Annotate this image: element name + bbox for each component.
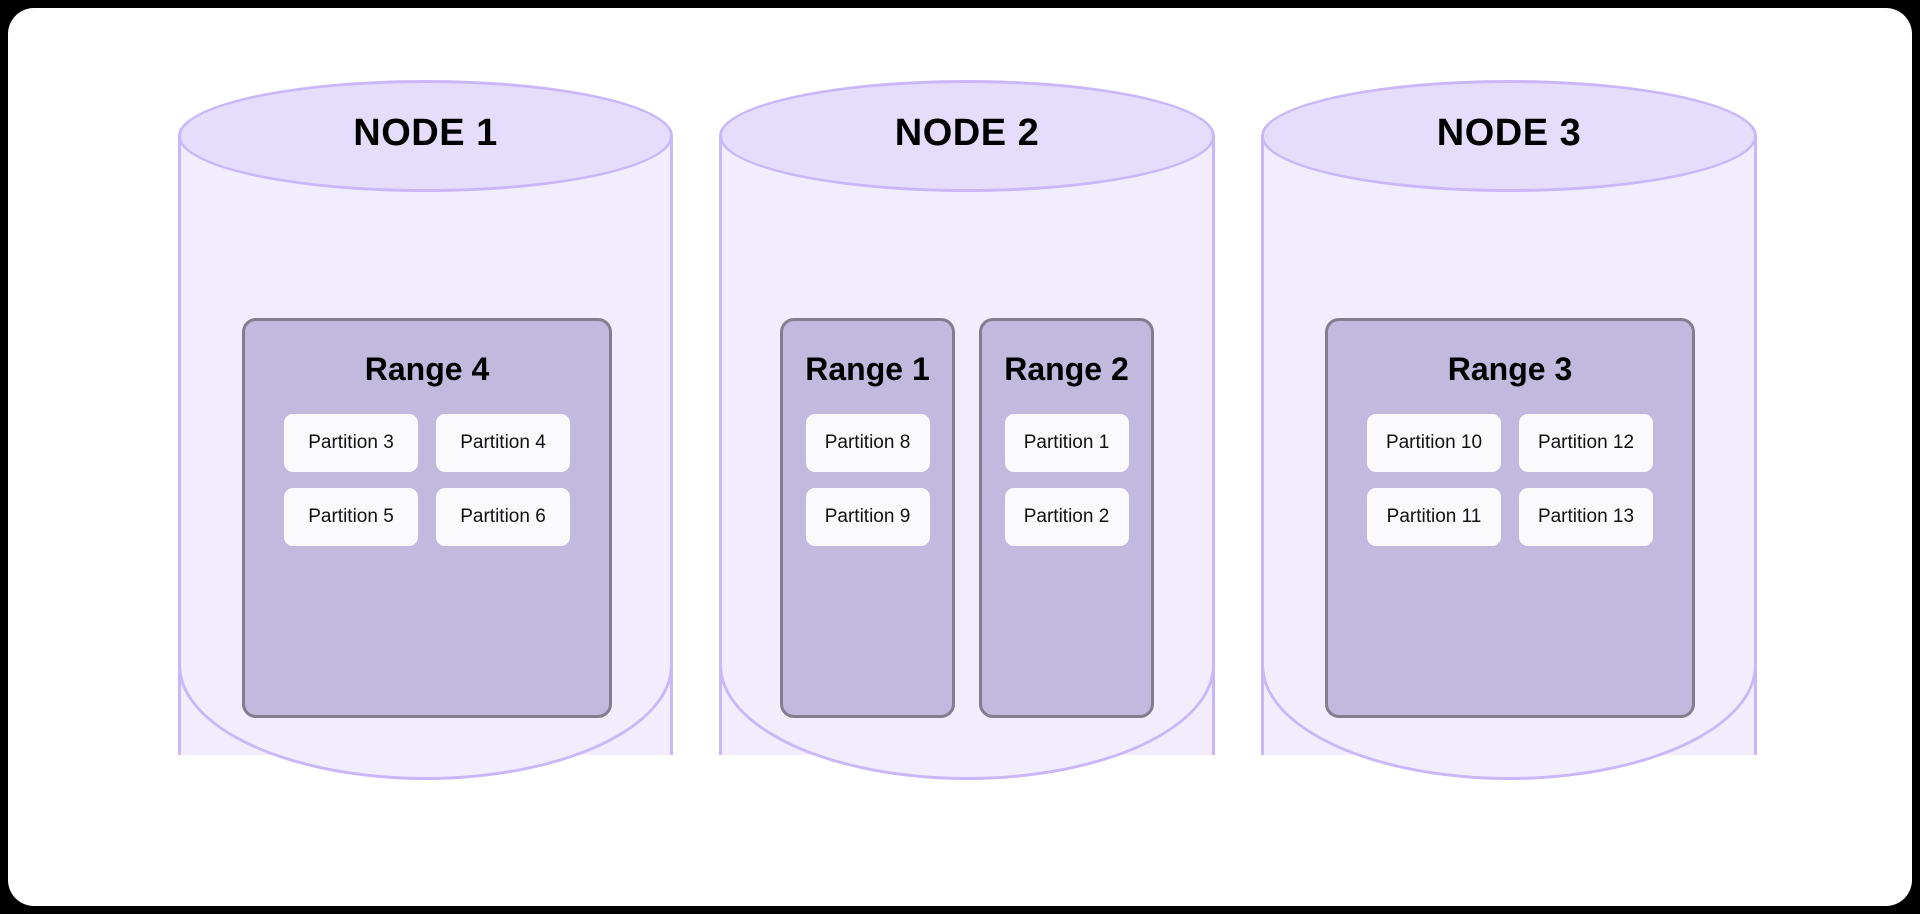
range-box-range-2[interactable]: Range 2 Partition 1 Partition 2 — [979, 318, 1154, 718]
partition-item[interactable]: Partition 5 — [284, 488, 418, 546]
range-3-title: Range 3 — [1447, 351, 1573, 387]
partition-item[interactable]: Partition 6 — [436, 488, 570, 546]
range-box-range-1[interactable]: Range 1 Partition 8 Partition 9 — [780, 318, 955, 718]
range-2-title: Range 2 — [1004, 351, 1129, 387]
partition-item[interactable]: Partition 10 — [1367, 414, 1501, 472]
range-3-partition-grid: Partition 10 Partition 12 Partition 11 P… — [1367, 414, 1653, 546]
range-box-range-3[interactable]: Range 3 Partition 10 Partition 12 Partit… — [1325, 318, 1695, 718]
diagram-canvas: NODE 1 Range 4 Partition 3 Partition 4 P… — [8, 8, 1912, 906]
node-1-range-layer: Range 4 Partition 3 Partition 4 Partitio… — [242, 318, 612, 718]
range-2-partition-grid: Partition 1 Partition 2 — [1004, 414, 1129, 546]
range-4-title: Range 4 — [364, 351, 490, 387]
partition-item[interactable]: Partition 3 — [284, 414, 418, 472]
node-3-cylinder-top — [1261, 80, 1757, 192]
node-2-range-layer: Range 1 Partition 8 Partition 9 Range 2 … — [780, 318, 1154, 718]
node-1-label: NODE 1 — [353, 112, 498, 154]
partition-item[interactable]: Partition 13 — [1519, 488, 1653, 546]
partition-item[interactable]: Partition 4 — [436, 414, 570, 472]
node-2-label: NODE 2 — [894, 112, 1040, 154]
partition-item[interactable]: Partition 1 — [1004, 414, 1129, 472]
partition-item[interactable]: Partition 11 — [1367, 488, 1501, 546]
partition-item[interactable]: Partition 8 — [805, 414, 930, 472]
partition-item[interactable]: Partition 9 — [805, 488, 930, 546]
diagram-stage: NODE 1 Range 4 Partition 3 Partition 4 P… — [8, 8, 1912, 906]
range-4-partition-grid: Partition 3 Partition 4 Partition 5 Part… — [284, 414, 570, 546]
partition-item[interactable]: Partition 2 — [1004, 488, 1129, 546]
range-1-title: Range 1 — [805, 351, 930, 387]
node-2-cylinder-top — [719, 80, 1215, 192]
node-3-range-layer: Range 3 Partition 10 Partition 12 Partit… — [1325, 318, 1695, 718]
partition-item[interactable]: Partition 12 — [1519, 414, 1653, 472]
range-1-partition-grid: Partition 8 Partition 9 — [805, 414, 930, 546]
node-1-cylinder-top — [178, 80, 673, 192]
range-box-range-4[interactable]: Range 4 Partition 3 Partition 4 Partitio… — [242, 318, 612, 718]
node-3-label: NODE 3 — [1436, 112, 1582, 154]
